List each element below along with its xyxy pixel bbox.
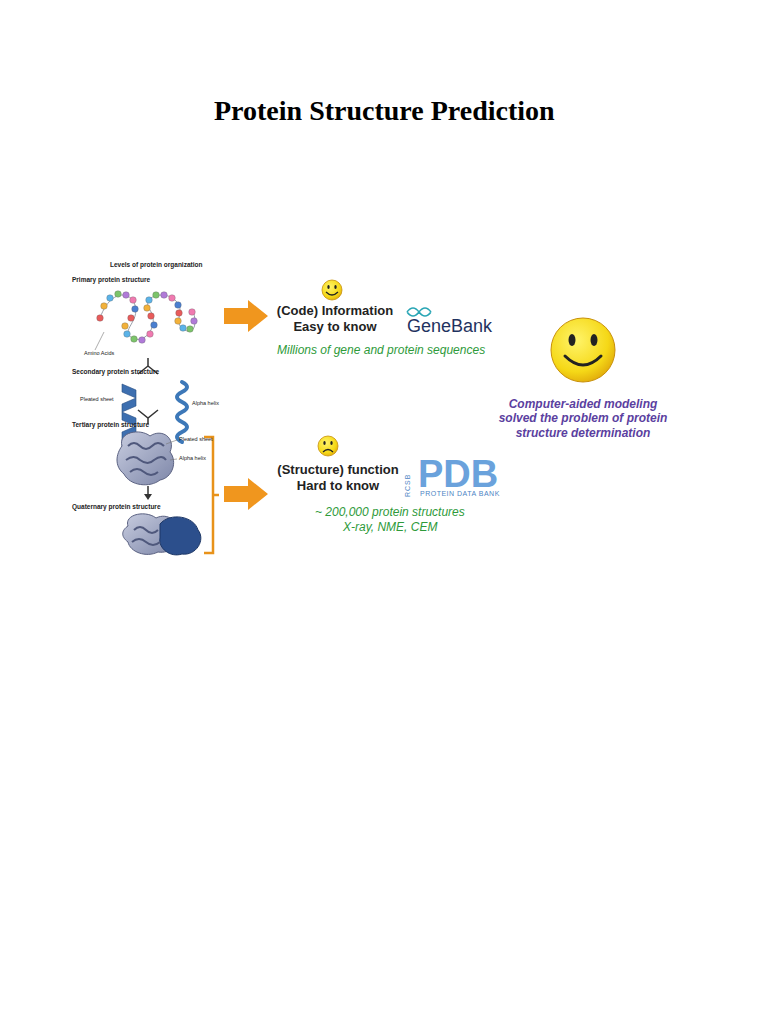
amino-bead bbox=[123, 292, 130, 299]
amino-bead bbox=[148, 313, 155, 320]
figure-heading: Levels of protein organization bbox=[110, 261, 202, 269]
amino-bead bbox=[139, 337, 146, 344]
amino-bead bbox=[189, 309, 196, 316]
note-text: ~ 200,000 protein structures bbox=[315, 505, 465, 519]
tertiary-structure bbox=[117, 432, 177, 485]
logo-text: GeneBank bbox=[407, 316, 492, 338]
small-smiley bbox=[322, 280, 342, 300]
amino-bead bbox=[187, 326, 194, 333]
level-name: Secondary protein structure bbox=[72, 368, 159, 376]
amino-bead bbox=[191, 318, 198, 325]
amino-bead bbox=[175, 302, 182, 309]
amino-bead bbox=[115, 291, 122, 298]
amino-bead bbox=[130, 297, 137, 304]
info-note: (Code) Information Easy to know bbox=[265, 303, 405, 334]
amino-bead bbox=[146, 297, 153, 304]
amino-bead bbox=[107, 295, 114, 302]
amino-bead bbox=[147, 331, 154, 338]
block-arrow bbox=[224, 478, 268, 510]
alpha-helix bbox=[177, 382, 187, 442]
amino-bead bbox=[176, 310, 183, 317]
part-name: Pleated sheet bbox=[179, 436, 213, 443]
logo-text: PROTEIN DATA BANK bbox=[420, 490, 500, 498]
amino-bead bbox=[144, 305, 151, 312]
info-note: (Structure) function Hard to know bbox=[263, 462, 413, 493]
amino-bead bbox=[153, 292, 160, 299]
level-name: Primary protein structure bbox=[72, 276, 150, 284]
amino-bead bbox=[101, 303, 108, 310]
down-arrow bbox=[144, 486, 152, 500]
part-name: Alpha helix bbox=[179, 455, 206, 462]
bracket bbox=[204, 437, 219, 553]
quaternary-structure bbox=[123, 514, 201, 555]
part-name: Amino Acids bbox=[84, 350, 114, 357]
big-smiley bbox=[551, 318, 615, 382]
part-name: Pleated sheet bbox=[80, 396, 114, 403]
logo-text: RCSB bbox=[404, 474, 412, 497]
amino-bead bbox=[175, 318, 182, 325]
amino-bead bbox=[132, 306, 139, 313]
amino-bead bbox=[161, 292, 168, 299]
conclusion-note: Computer-aided modeling solved the probl… bbox=[488, 397, 678, 440]
level-name: Tertiary protein structure bbox=[72, 421, 149, 429]
part-name: Alpha helix bbox=[192, 400, 219, 407]
dna-icon bbox=[407, 308, 431, 316]
amino-bead bbox=[97, 315, 104, 322]
amino-bead bbox=[122, 323, 129, 330]
page-title: Protein Structure Prediction bbox=[214, 94, 555, 128]
leader-line bbox=[95, 332, 104, 350]
note-text: Millions of gene and protein sequences bbox=[277, 343, 485, 357]
block-arrow bbox=[224, 300, 268, 332]
note-text: X-ray, NME, CEM bbox=[343, 520, 437, 534]
level-name: Quaternary protein structure bbox=[72, 503, 161, 511]
amino-bead bbox=[151, 322, 158, 329]
sad-face bbox=[318, 436, 338, 456]
amino-bead bbox=[180, 325, 187, 332]
amino-bead bbox=[131, 336, 138, 343]
amino-bead bbox=[124, 331, 131, 338]
amino-beads bbox=[97, 291, 198, 344]
amino-bead bbox=[169, 295, 176, 302]
amino-chain bbox=[100, 295, 195, 339]
amino-bead bbox=[128, 315, 135, 322]
